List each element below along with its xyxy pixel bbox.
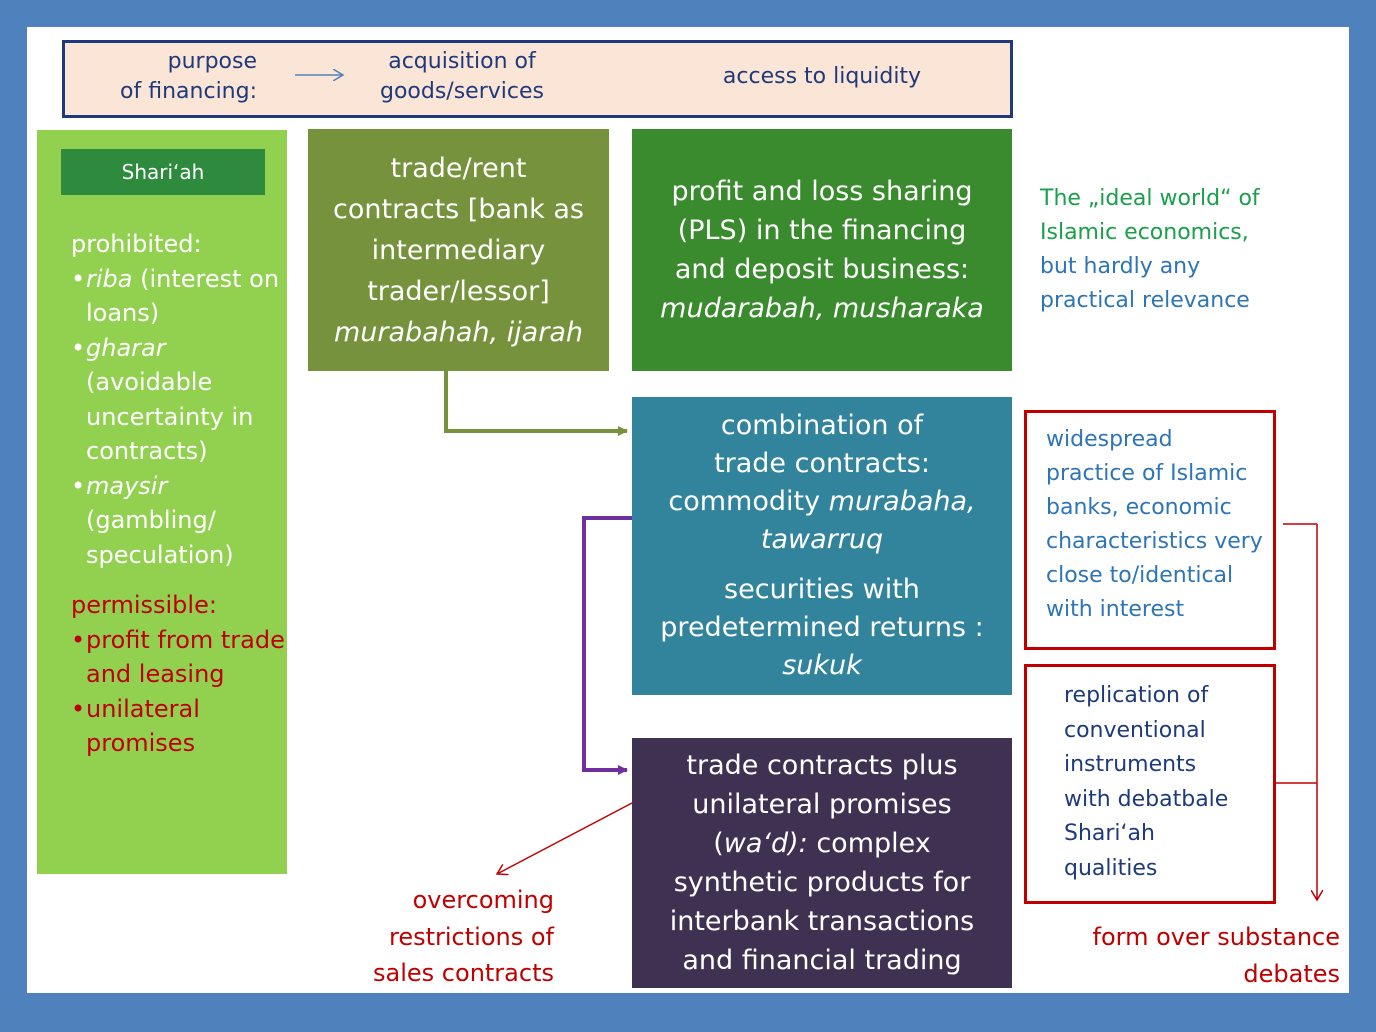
arrow-synthetic-to-overcoming [497, 802, 633, 874]
overcoming-restrictions-note: overcoming restrictions of sales contrac… [373, 886, 554, 987]
synthetic-products-box: trade contracts plus unilateral promises… [632, 738, 1012, 988]
trade-rent-examples: murabahah, ijarah [334, 316, 583, 348]
prohibited-list: riba (interest on loans) gharar (avoidab… [71, 262, 286, 573]
pls-box: profit and loss sharing (PLS) in the fin… [632, 129, 1012, 371]
permissible-item-trade: profit from trade and leasing [71, 623, 286, 692]
permissible-item-promises: unilateral promises [71, 692, 286, 761]
form-over-substance-note: form over substance debates [1092, 923, 1340, 988]
prohibited-item-gharar: gharar (avoidable uncertainty in contrac… [71, 331, 286, 469]
right-arrow-icon [295, 68, 347, 82]
prohibited-heading: prohibited: [71, 230, 202, 258]
widespread-practice-box [1024, 410, 1276, 650]
arrow-trade-to-combination [444, 371, 628, 436]
shariah-title: Shari‘ah [61, 149, 265, 195]
replication-text: replication of conventional instruments … [1064, 683, 1229, 881]
arrow-combination-to-synthetic [582, 516, 632, 775]
ideal-world-note: The „ideal world“ of Islamic economics, … [1040, 186, 1260, 313]
securities-text: securities with predetermined returns : [660, 574, 984, 643]
commodity-line: commodity murabaha, tawarruq [668, 486, 976, 555]
purpose-label: purpose of financing: [120, 49, 257, 104]
connector-arrows [444, 371, 1349, 993]
sukuk-term: sukuk [782, 650, 862, 681]
permissible-heading: permissible: [71, 591, 217, 619]
liquidity-label: access to liquidity [722, 64, 922, 89]
combination-box: combination of trade contracts: commodit… [632, 397, 1012, 695]
acquisition-label: acquisition of goods/services [380, 49, 544, 104]
trade-rent-contracts-box: trade/rent contracts [bank as intermedia… [308, 129, 609, 371]
combination-heading: combination of trade contracts: [714, 410, 930, 479]
diagram-canvas: purpose of financing: acquisition of goo… [27, 27, 1349, 993]
trade-rent-text: trade/rent contracts [bank as intermedia… [333, 152, 584, 307]
purpose-of-financing-header [62, 40, 1013, 118]
permissible-list: profit from trade and leasing unilateral… [71, 623, 286, 761]
prohibited-item-maysir: maysir (gambling/ speculation) [71, 469, 286, 573]
pls-text: profit and loss sharing (PLS) in the fin… [671, 176, 973, 285]
shariah-rules: prohibited: riba (interest on loans) gha… [71, 227, 286, 761]
widespread-practice-text: widespread practice of Islamic banks, ec… [1046, 427, 1263, 622]
prohibited-item-riba: riba (interest on loans) [71, 262, 286, 331]
pls-examples: mudarabah, musharaka [660, 293, 984, 324]
replication-box [1024, 664, 1276, 904]
synthetic-text: trade contracts plus unilateral promises… [669, 750, 975, 976]
